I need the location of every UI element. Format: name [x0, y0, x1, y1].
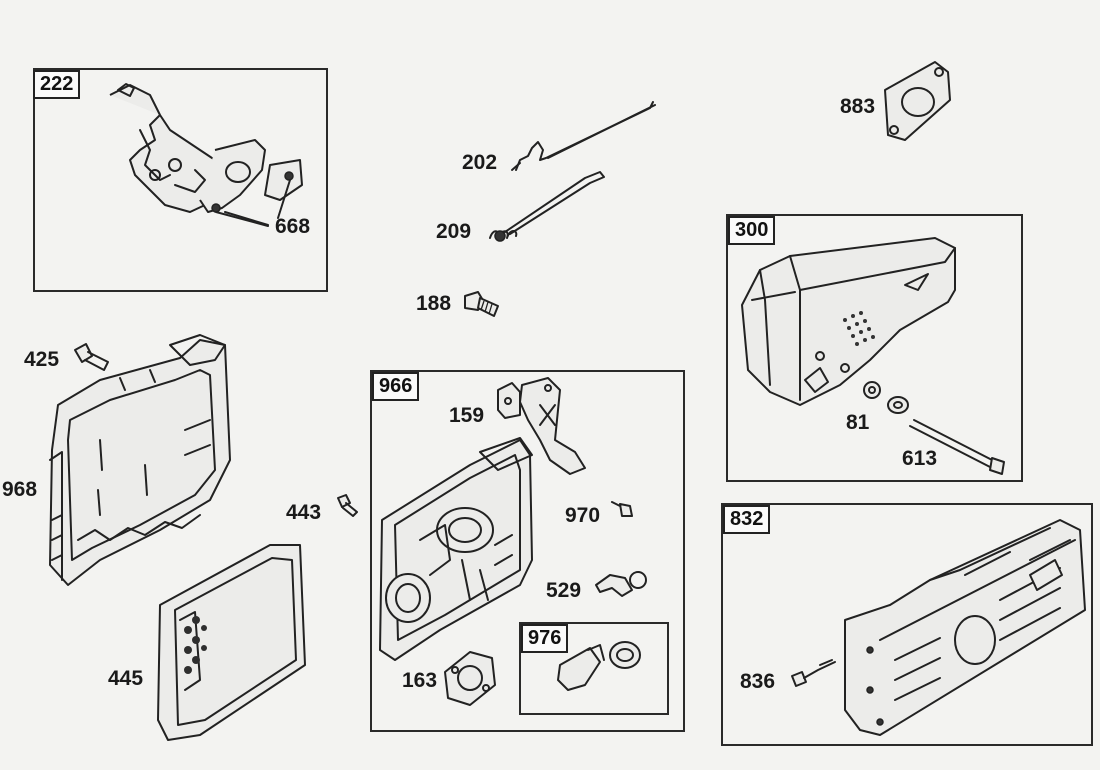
part-label-209: 209 [436, 220, 472, 243]
part-label-443: 443 [286, 501, 322, 524]
carburetor-body-drawing [379, 437, 533, 661]
part-label-668: 668 [275, 215, 311, 238]
part-label-970: 970 [565, 504, 601, 527]
assembly-box-976 [519, 622, 669, 715]
part-label-188: 188 [416, 292, 452, 315]
muffler-drawing [741, 237, 956, 406]
bracket-159-drawing [497, 377, 586, 475]
washer-81-drawing [863, 381, 909, 414]
screw-188-drawing [464, 291, 499, 317]
filter-mesh [184, 616, 207, 674]
governor-link-drawing [511, 101, 656, 171]
air-filter-drawing [157, 544, 306, 741]
assembly-box-966 [370, 370, 685, 732]
assembly-box-832 [721, 503, 1093, 746]
assembly-tag-222: 222 [33, 70, 81, 99]
part-label-159: 159 [449, 404, 485, 427]
clip-529-drawing [595, 571, 647, 597]
part-label-163: 163 [402, 669, 438, 692]
muffler-guard-drawing [844, 519, 1086, 736]
governor-bracket-drawing [109, 83, 303, 227]
assembly-tag-300: 300 [728, 216, 776, 245]
part-label-613: 613 [902, 447, 938, 470]
assembly-box-222 [33, 68, 328, 292]
gasket-883-drawing [884, 61, 951, 141]
air-cleaner-base-drawing [49, 334, 231, 586]
assembly-tag-832: 832 [723, 505, 771, 534]
part-label-202: 202 [462, 151, 498, 174]
part-label-81: 81 [846, 411, 870, 434]
part-label-445: 445 [108, 667, 144, 690]
assembly-tag-966: 966 [372, 372, 420, 401]
primer-bulb-drawing [557, 641, 641, 691]
part-label-836: 836 [740, 670, 776, 693]
muffler-vent-holes [843, 311, 875, 346]
bolt-425-drawing [74, 343, 109, 371]
part-label-425: 425 [24, 348, 60, 371]
part-label-968: 968 [2, 478, 38, 501]
screw-836-drawing [791, 659, 836, 687]
screw-970-drawing [611, 501, 633, 517]
screw-443-drawing [337, 494, 358, 517]
part-label-529: 529 [546, 579, 582, 602]
bolt-613-drawing [909, 419, 1005, 475]
gasket-163-drawing [444, 651, 496, 706]
part-label-883: 883 [840, 95, 876, 118]
assembly-box-300 [726, 214, 1023, 482]
spring-link-drawing [489, 171, 605, 242]
assembly-tag-976: 976 [521, 624, 569, 653]
